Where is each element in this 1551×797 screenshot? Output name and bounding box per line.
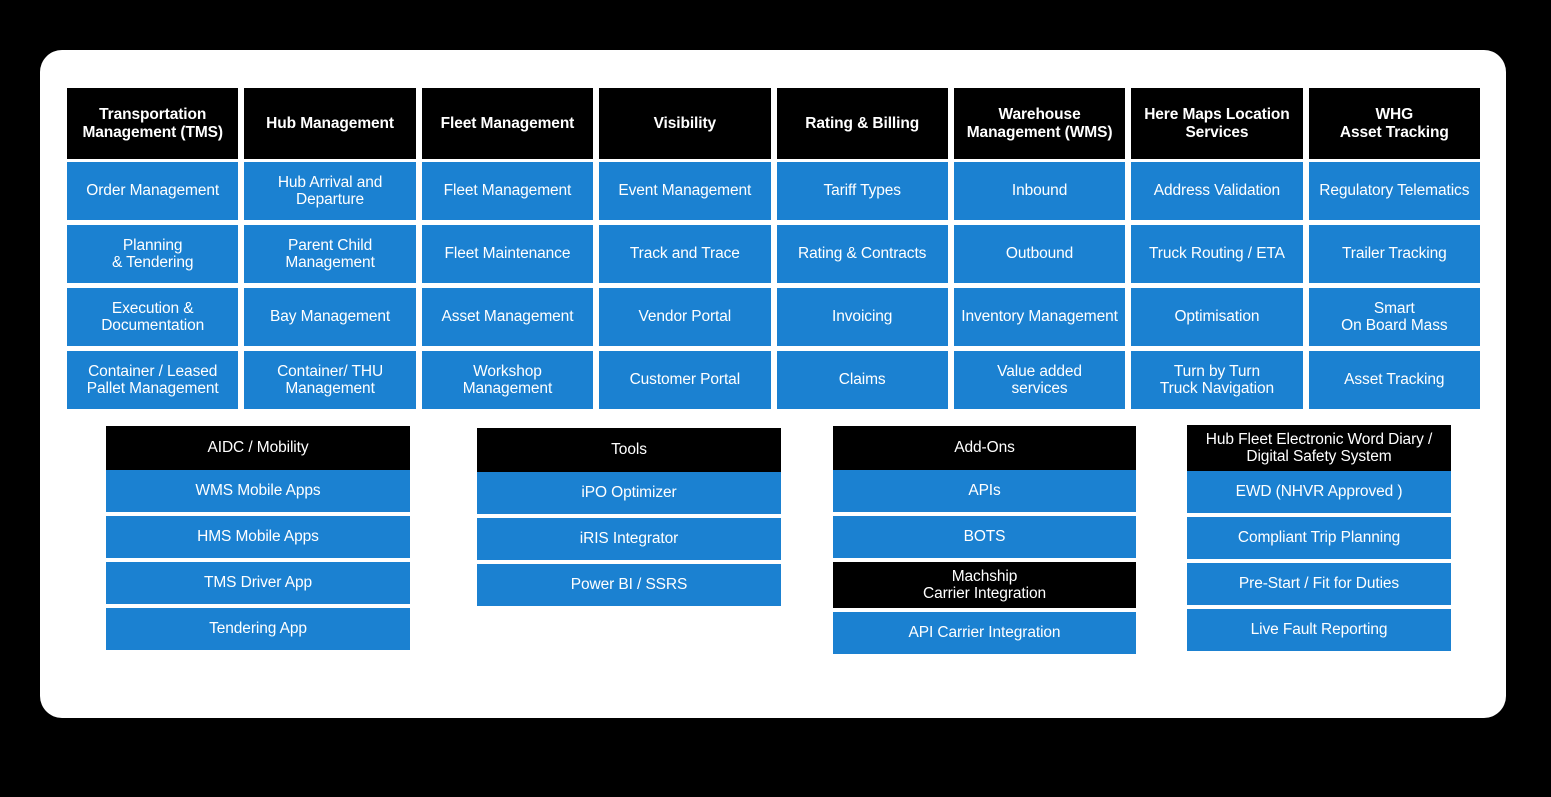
group-item-ipo-optimizer[interactable]: iPO Optimizer — [477, 472, 781, 514]
group-item-pre-start-fit-for-duties[interactable]: Pre-Start / Fit for Duties — [1187, 563, 1451, 605]
capability-cell-customer-portal[interactable]: Customer Portal — [599, 351, 771, 409]
capability-cell-asset-tracking[interactable]: Asset Tracking — [1308, 351, 1480, 409]
capability-map-card: Transportation Management (TMS)Order Man… — [40, 50, 1506, 718]
column-header-hub-management[interactable]: Hub Management — [244, 88, 416, 159]
capability-cell-track-and-trace[interactable]: Track and Trace — [599, 225, 771, 283]
capability-cell-trailer-tracking[interactable]: Trailer Tracking — [1308, 225, 1480, 283]
column-header-visibility[interactable]: Visibility — [599, 88, 771, 159]
capability-cell-outbound[interactable]: Outbound — [953, 225, 1126, 283]
capability-cell-tariff-types[interactable]: Tariff Types — [776, 162, 948, 220]
capability-cell-order-management[interactable]: Order Management — [67, 162, 239, 220]
group-item-live-fault-reporting[interactable]: Live Fault Reporting — [1187, 609, 1451, 651]
capability-cell-invoicing[interactable]: Invoicing — [776, 288, 948, 346]
group-hub-fleet-ewd: Hub Fleet Electronic Word Diary /Digital… — [1187, 425, 1451, 651]
group-item-ewd-nhvr-approved[interactable]: EWD (NHVR Approved ) — [1187, 471, 1451, 513]
group-item-api-carrier-integration[interactable]: API Carrier Integration — [833, 612, 1136, 654]
capability-cell-execution-documentation[interactable]: Execution &Documentation — [67, 288, 239, 346]
column-header-warehouse-management-wms[interactable]: Warehouse Management (WMS) — [953, 88, 1126, 159]
capability-cell-planning-tendering[interactable]: Planning& Tendering — [67, 225, 239, 283]
capability-cell-event-management[interactable]: Event Management — [599, 162, 771, 220]
column-header-rating-billing[interactable]: Rating & Billing — [776, 88, 948, 159]
capability-cell-asset-management[interactable]: Asset Management — [421, 288, 594, 346]
capability-cell-fleet-maintenance[interactable]: Fleet Maintenance — [421, 225, 594, 283]
capability-cell-vendor-portal[interactable]: Vendor Portal — [599, 288, 771, 346]
capability-cell-rating-contracts[interactable]: Rating & Contracts — [776, 225, 948, 283]
capability-cell-fleet-management[interactable]: Fleet Management — [421, 162, 594, 220]
group-item-wms-mobile-apps[interactable]: WMS Mobile Apps — [106, 470, 410, 512]
column-header-transportation-management-tms[interactable]: Transportation Management (TMS) — [67, 88, 239, 159]
group-item-hms-mobile-apps[interactable]: HMS Mobile Apps — [106, 516, 410, 558]
capability-cell-inbound[interactable]: Inbound — [953, 162, 1126, 220]
group-header-aidc-mobility[interactable]: AIDC / Mobility — [106, 426, 410, 470]
group-item-compliant-trip-planning[interactable]: Compliant Trip Planning — [1187, 517, 1451, 559]
capability-cell-inventory-management[interactable]: Inventory Management — [953, 288, 1126, 346]
capability-cell-truck-routing-eta[interactable]: Truck Routing / ETA — [1131, 225, 1303, 283]
group-item-iris-integrator[interactable]: iRIS Integrator — [477, 518, 781, 560]
capability-cell-optimisation[interactable]: Optimisation — [1131, 288, 1303, 346]
group-header-add-ons[interactable]: Add-Ons — [833, 426, 1136, 470]
group-item-tendering-app[interactable]: Tendering App — [106, 608, 410, 650]
column-header-here-maps-location-services[interactable]: Here Maps Location Services — [1131, 88, 1303, 159]
group-header-tools[interactable]: Tools — [477, 428, 781, 472]
column-header-fleet-management[interactable]: Fleet Management — [421, 88, 594, 159]
capability-matrix: Transportation Management (TMS)Order Man… — [67, 88, 1480, 409]
group-header-hub-fleet-electronic-word-diary-digital-safety-s[interactable]: Hub Fleet Electronic Word Diary /Digital… — [1187, 425, 1451, 471]
capability-cell-bay-management[interactable]: Bay Management — [244, 288, 416, 346]
capability-cell-address-validation[interactable]: Address Validation — [1131, 162, 1303, 220]
group-item-power-bi-ssrs[interactable]: Power BI / SSRS — [477, 564, 781, 606]
group-item-tms-driver-app[interactable]: TMS Driver App — [106, 562, 410, 604]
capability-cell-regulatory-telematics[interactable]: Regulatory Telematics — [1308, 162, 1480, 220]
matrix-column-transportation-management-tms: Transportation Management (TMS)Order Man… — [67, 88, 239, 409]
group-item-apis[interactable]: APIs — [833, 470, 1136, 512]
group-item-bots[interactable]: BOTS — [833, 516, 1136, 558]
capability-cell-claims[interactable]: Claims — [776, 351, 948, 409]
